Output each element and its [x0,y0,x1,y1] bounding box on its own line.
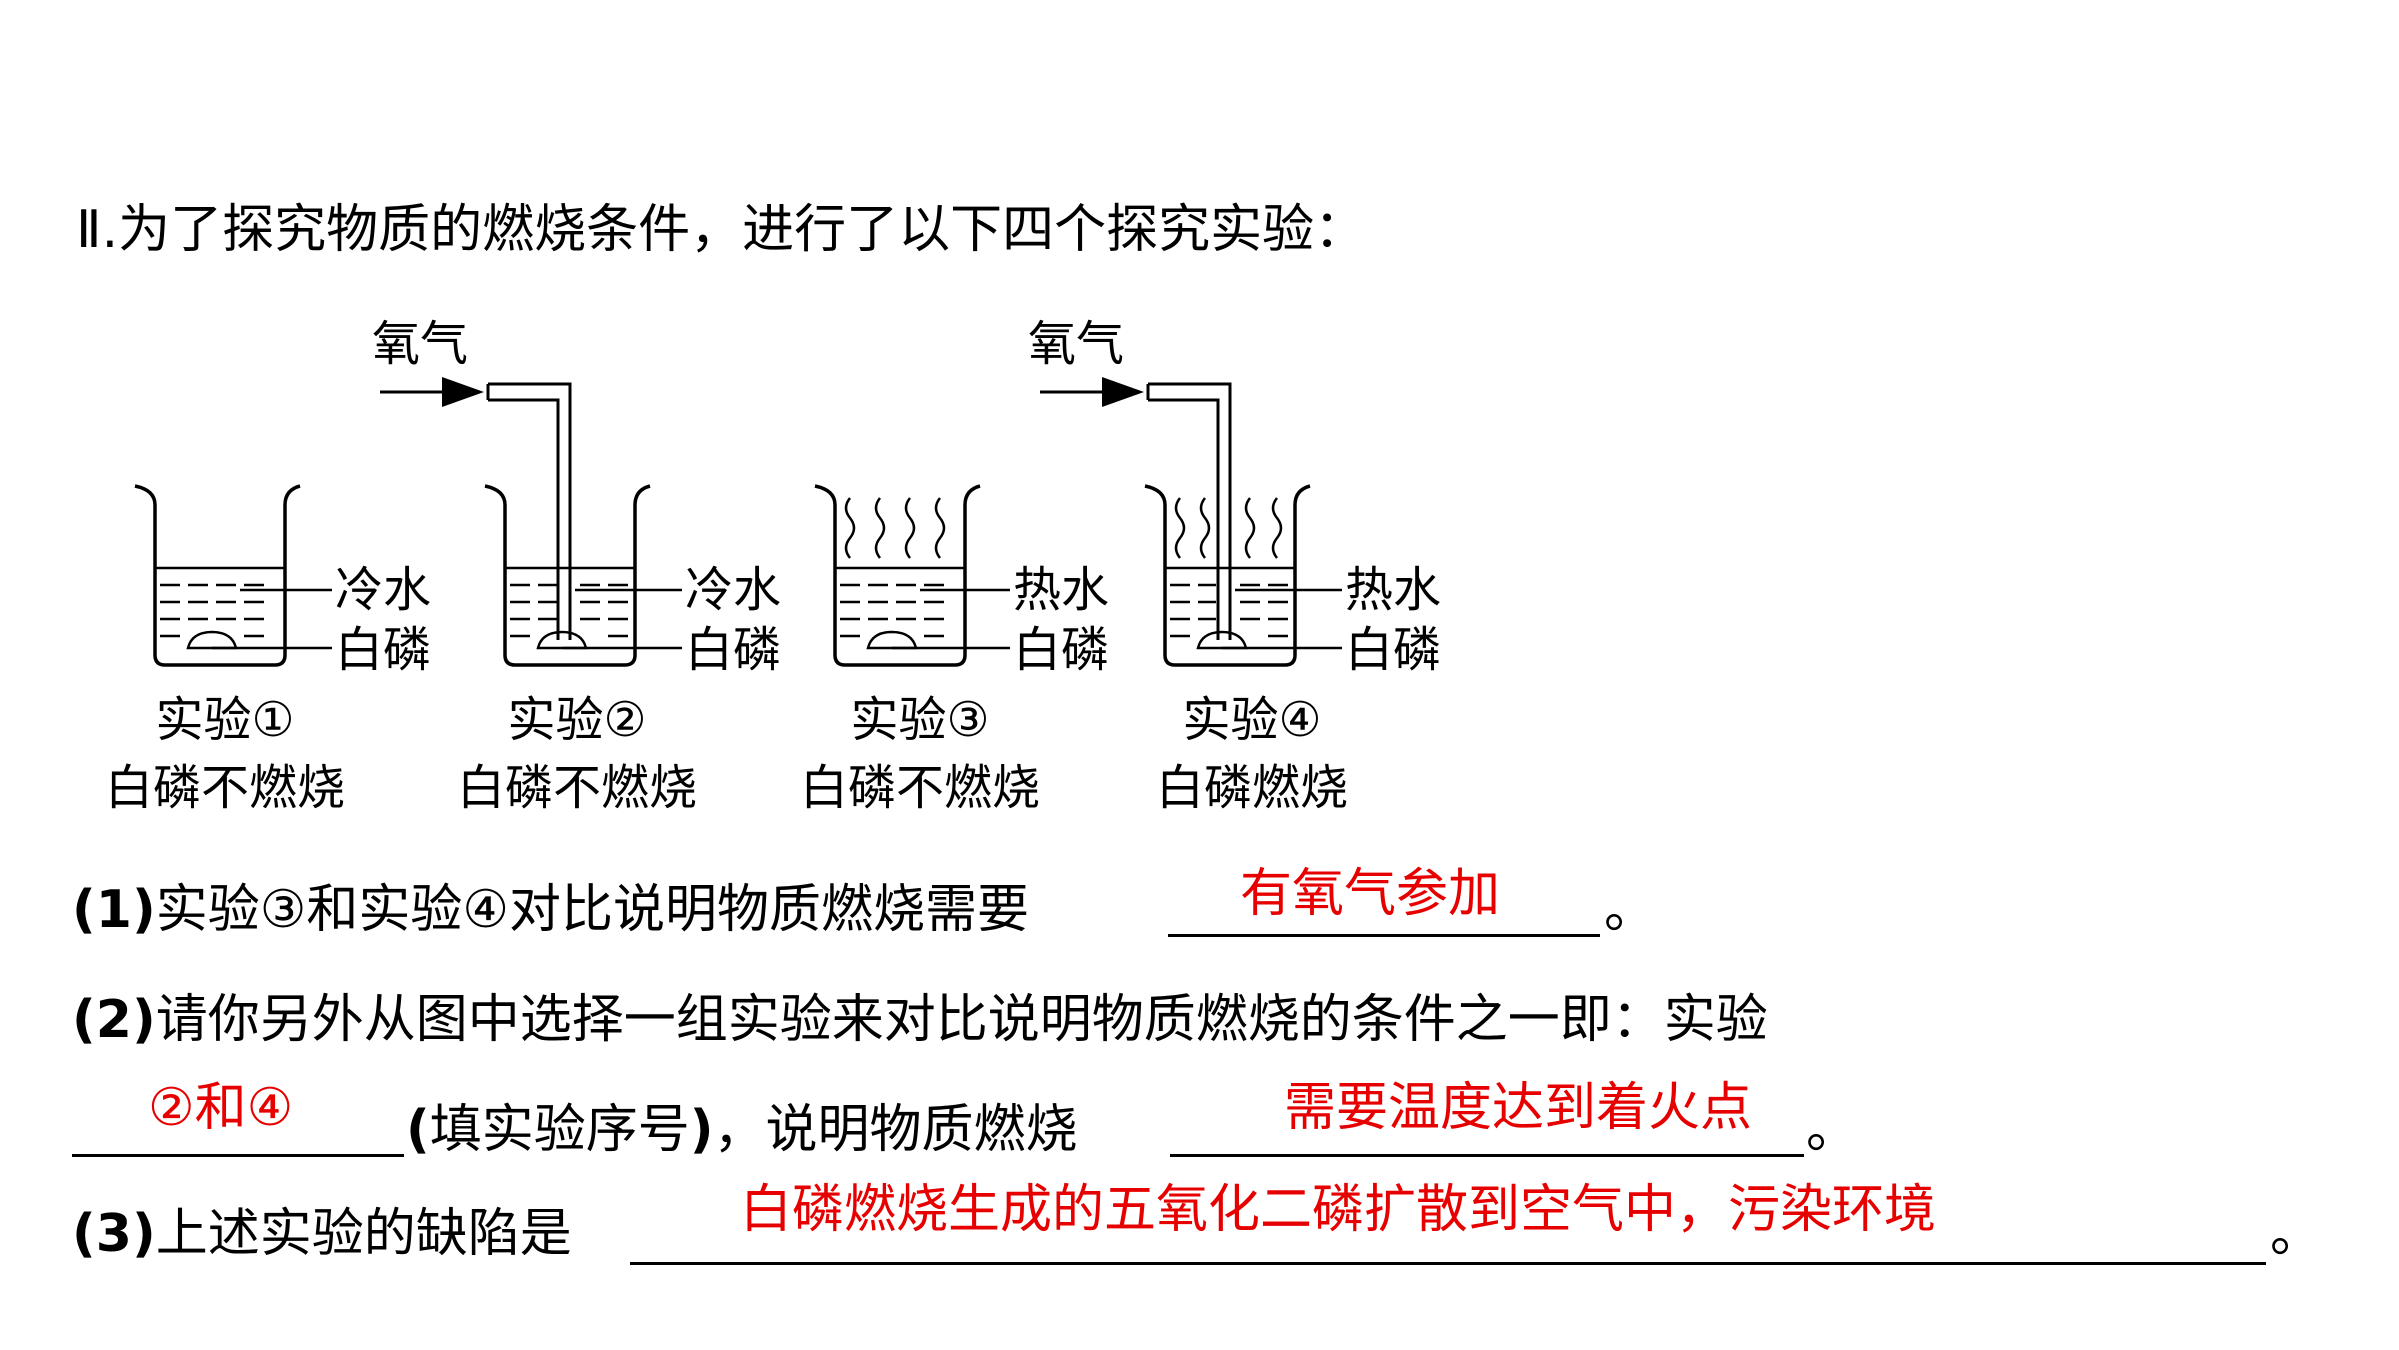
phosphorus-label-4: 白磷 [1345,622,1441,678]
question-3-text: 上述实验的缺陷是 [155,1204,572,1264]
water-label-4: 热水 [1345,562,1441,618]
question-1-number: (1) [72,880,156,940]
question-2-line1: (2)请你另外从图中选择一组实验来对比说明物质燃烧的条件之一即：实验 [72,988,1768,1052]
beaker-1 [134,484,332,667]
question-1-end: 。 [1604,880,1657,940]
question-2-paren-open: ( [406,1100,430,1160]
water-label-1: 冷水 [335,562,431,618]
question-1-answer: 有氧气参加 [1240,864,1501,924]
phosphorus-label-1: 白磷 [335,622,431,678]
experiment-title-2: 实验② [507,692,646,748]
beaker-3 [814,484,1010,667]
experiment-result-4: 白磷燃烧 [1156,760,1348,816]
question-2-blank-2[interactable] [1170,1154,1804,1157]
question-2-answer-2: 需要温度达到着火点 [1284,1078,1753,1138]
experiment-title-1: 实验① [155,692,294,748]
question-2-tail: ，说明物质燃烧 [713,1100,1078,1160]
question-3-answer: 白磷燃烧生成的五氧化二磷扩散到空气中，污染环境 [740,1180,1937,1240]
oxygen-label-1: 氧气 [372,316,468,372]
question-2-text: 请你另外从图中选择一组实验来对比说明物质燃烧的条件之一即：实验 [155,990,1768,1050]
question-3-end: 。 [2270,1204,2323,1264]
water-label-2: 冷水 [685,562,781,618]
question-1: (1)实验③和实验④对比说明物质燃烧需要 [72,878,1029,942]
question-2-line2: (填实验序号)，说明物质燃烧 [406,1098,1078,1162]
question-2-blank-1[interactable] [72,1154,404,1157]
question-2-answer-1: ②和④ [148,1078,294,1138]
question-2-number: (2) [72,990,156,1050]
section-heading: Ⅱ.为了探究物质的燃烧条件，进行了以下四个探究实验： [76,200,1367,260]
question-1-blank[interactable] [1168,934,1600,937]
experiment-result-3: 白磷不燃烧 [800,760,1040,816]
question-2-hint: 填实验序号 [429,1100,690,1160]
question-3-number: (3) [72,1204,156,1264]
question-2-paren-close: ) [689,1100,714,1160]
beaker-4 [1144,382,1342,667]
experiment-title-3: 实验③ [850,692,989,748]
question-3-blank[interactable] [630,1262,2266,1265]
water-label-3: 热水 [1013,562,1109,618]
experiment-result-2: 白磷不燃烧 [457,760,697,816]
experiment-result-1: 白磷不燃烧 [105,760,345,816]
experiment-figure: 氧气 氧气 [105,316,1441,816]
question-2-end: 。 [1806,1100,1859,1160]
beaker-2 [484,382,682,667]
phosphorus-label-2: 白磷 [685,622,781,678]
oxygen-label-2: 氧气 [1028,316,1124,372]
phosphorus-label-3: 白磷 [1013,622,1109,678]
experiment-title-4: 实验④ [1182,692,1321,748]
question-3: (3)上述实验的缺陷是 [72,1202,572,1266]
question-1-text: 实验③和实验④对比说明物质燃烧需要 [155,880,1029,940]
